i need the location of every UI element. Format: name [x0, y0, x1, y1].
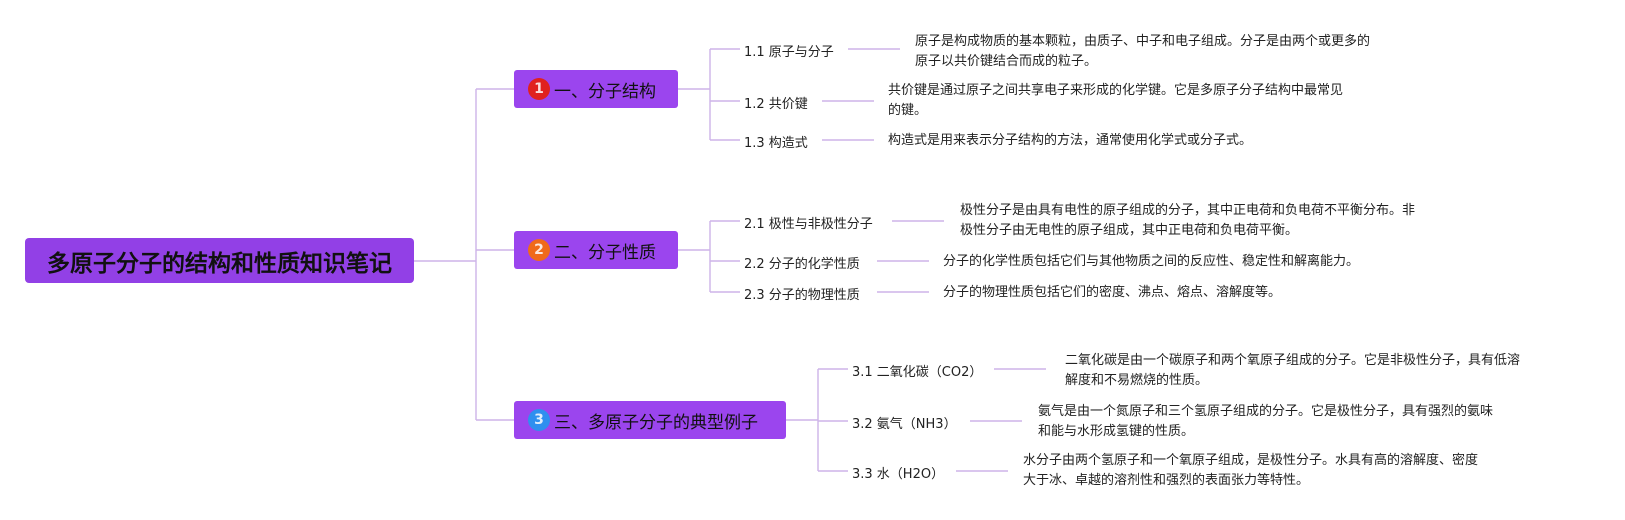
desc-line: 共价键是通过原子之间共享电子来形成的化学键。它是多原子分子结构中最常见 — [888, 83, 1344, 98]
branch-node-properties[interactable]: 2 二、分子性质 — [514, 231, 678, 269]
leaf-label[interactable]: 3.1 二氧化碳（CO2） — [852, 365, 983, 380]
desc-line: 分子的化学性质包括它们与其他物质之间的反应性、稳定性和解离能力。 — [943, 254, 1360, 269]
leaf-label[interactable]: 1.1 原子与分子 — [744, 45, 834, 60]
leaf-label[interactable]: 3.2 氨气（NH3） — [852, 417, 957, 432]
leaf-description: 分子的化学性质包括它们与其他物质之间的反应性、稳定性和解离能力。 — [943, 252, 1359, 272]
desc-line: 氨气是由一个氮原子和三个氢原子组成的分子。它是极性分子，具有强烈的氨味 — [1038, 404, 1494, 419]
desc-line: 大于冰、卓越的溶剂性和强烈的表面张力等特性。 — [1023, 473, 1310, 488]
leaf-label[interactable]: 2.3 分子的物理性质 — [744, 288, 860, 303]
root-title: 多原子分子的结构和性质知识笔记 — [47, 250, 392, 277]
leaf-description: 氨气是由一个氮原子和三个氢原子组成的分子。它是极性分子，具有强烈的氨味 和能与水… — [1038, 402, 1493, 442]
desc-line: 原子以共价键结合而成的粒子。 — [915, 54, 1098, 69]
leaf-description: 水分子由两个氢原子和一个氧原子组成，是极性分子。水具有高的溶解度、密度 大于冰、… — [1023, 451, 1478, 491]
desc-line: 原子是构成物质的基本颗粒，由质子、中子和电子组成。分子是由两个或更多的 — [915, 34, 1371, 49]
desc-line: 极性分子由无电性的原子组成，其中正电荷和负电荷平衡。 — [960, 223, 1299, 238]
leaf-description: 二氧化碳是由一个碳原子和两个氧原子组成的分子。它是非极性分子，具有低溶 解度和不… — [1065, 351, 1520, 391]
desc-line: 极性分子是由具有电性的原子组成的分子，其中正电荷和负电荷不平衡分布。非 — [960, 203, 1416, 218]
desc-line: 的键。 — [888, 103, 928, 118]
leaf-description: 原子是构成物质的基本颗粒，由质子、中子和电子组成。分子是由两个或更多的 原子以共… — [915, 32, 1370, 72]
desc-line: 分子的物理性质包括它们的密度、沸点、熔点、溶解度等。 — [943, 285, 1282, 300]
leaf-description: 分子的物理性质包括它们的密度、沸点、熔点、溶解度等。 — [943, 283, 1281, 303]
branch-node-examples[interactable]: 3 三、多原子分子的典型例子 — [514, 401, 786, 439]
leaf-label[interactable]: 1.3 构造式 — [744, 136, 808, 151]
leaf-description: 共价键是通过原子之间共享电子来形成的化学键。它是多原子分子结构中最常见 的键。 — [888, 81, 1343, 121]
desc-line: 水分子由两个氢原子和一个氧原子组成，是极性分子。水具有高的溶解度、密度 — [1023, 453, 1479, 468]
leaf-description: 构造式是用来表示分子结构的方法，通常使用化学式或分子式。 — [888, 131, 1252, 151]
leaf-label[interactable]: 1.2 共价键 — [744, 97, 808, 112]
branch-label: 三、多原子分子的典型例子 — [554, 412, 758, 433]
number-badge-icon: 3 — [528, 409, 550, 431]
desc-line: 构造式是用来表示分子结构的方法，通常使用化学式或分子式。 — [888, 133, 1253, 148]
leaf-label[interactable]: 3.3 水（H2O） — [852, 467, 945, 482]
branch-node-structure[interactable]: 1 一、分子结构 — [514, 70, 678, 108]
leaf-label[interactable]: 2.2 分子的化学性质 — [744, 257, 860, 272]
root-node[interactable]: 多原子分子的结构和性质知识笔记 — [25, 238, 414, 283]
desc-line: 解度和不易燃烧的性质。 — [1065, 373, 1209, 388]
number-badge-icon: 1 — [528, 78, 550, 100]
branch-label: 二、分子性质 — [554, 242, 656, 263]
desc-line: 二氧化碳是由一个碳原子和两个氧原子组成的分子。它是非极性分子，具有低溶 — [1065, 353, 1521, 368]
branch-label: 一、分子结构 — [554, 81, 656, 102]
leaf-description: 极性分子是由具有电性的原子组成的分子，其中正电荷和负电荷不平衡分布。非 极性分子… — [960, 201, 1415, 241]
number-badge-icon: 2 — [528, 239, 550, 261]
leaf-label[interactable]: 2.1 极性与非极性分子 — [744, 217, 873, 232]
desc-line: 和能与水形成氢键的性质。 — [1038, 424, 1195, 439]
